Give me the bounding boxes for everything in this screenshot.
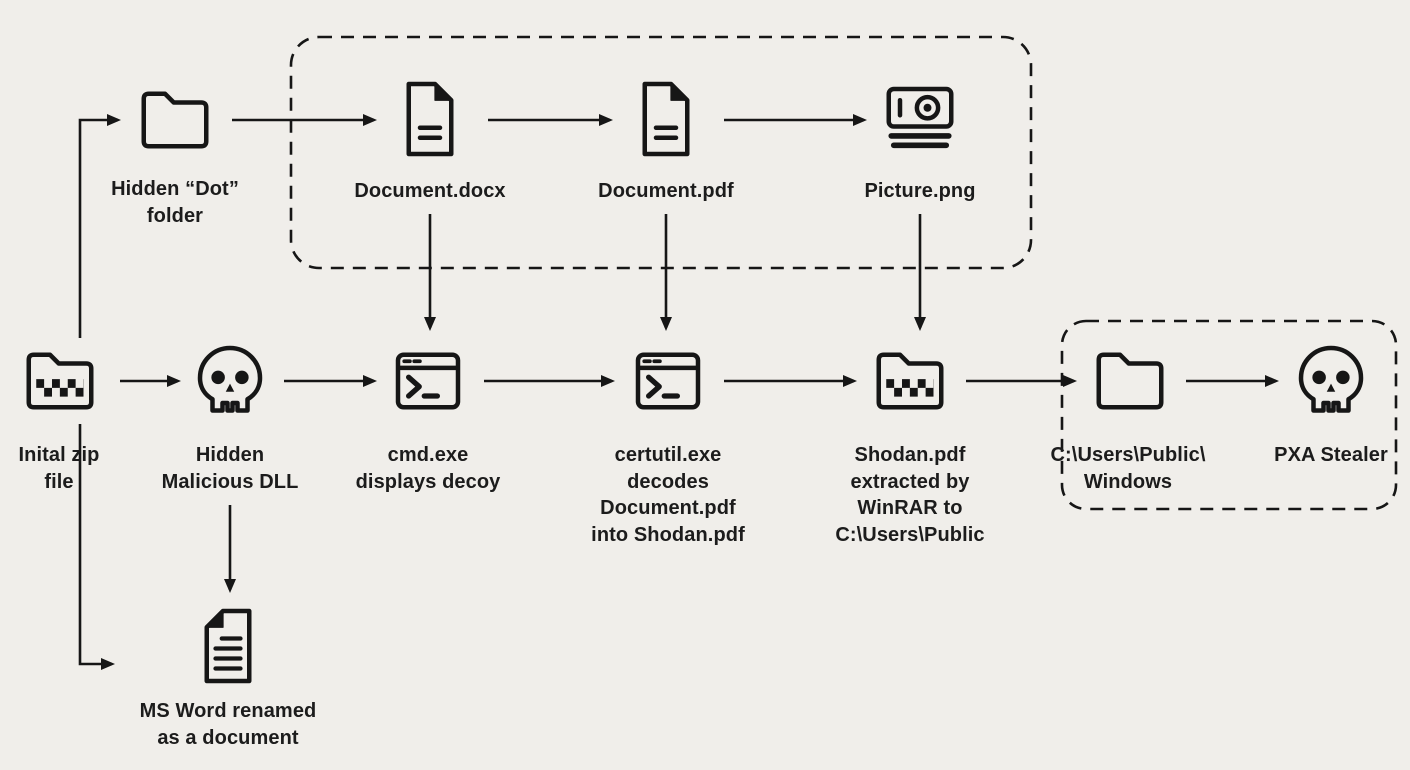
label-public-windows: C:\Users\Public\ Windows (1050, 444, 1206, 493)
arrow-zip-to-dot-folder (78, 114, 121, 338)
decoy-documents-group (289, 35, 1033, 270)
label-pxa-stealer: PXA Stealer (1274, 444, 1388, 466)
document-icon (626, 79, 706, 159)
skull-icon (1291, 343, 1371, 423)
picture-icon (880, 79, 960, 159)
label-cmd: cmd.exe displays decoy (355, 444, 501, 493)
label-initial-zip: Inital zip file (18, 444, 100, 493)
arrow-zip-to-msword (78, 424, 115, 670)
terminal-icon (628, 341, 708, 421)
document-icon (390, 79, 470, 159)
label-certutil: certutil.exe decodes Document.pdf into S… (591, 444, 745, 546)
terminal-icon (388, 341, 468, 421)
folder-icon (135, 80, 215, 160)
label-shodan-zip: Shodan.pdf extracted by WinRAR to C:\Use… (835, 444, 985, 546)
label-picture-png: Picture.png (864, 180, 976, 202)
notes-document-icon (188, 606, 268, 686)
label-ms-word: MS Word renamed as a document (139, 700, 317, 749)
label-hidden-dll: Hidden Malicious DLL (161, 444, 299, 493)
folder-icon (1090, 341, 1170, 421)
zip-folder-icon (870, 341, 950, 421)
label-document-pdf: Document.pdf (598, 180, 734, 202)
label-hidden-dot-folder: Hidden “Dot” folder (111, 178, 239, 227)
label-document-docx: Document.docx (354, 180, 506, 202)
zip-folder-icon (20, 341, 100, 421)
skull-icon (190, 343, 270, 423)
payload-drop-group (1060, 319, 1398, 511)
